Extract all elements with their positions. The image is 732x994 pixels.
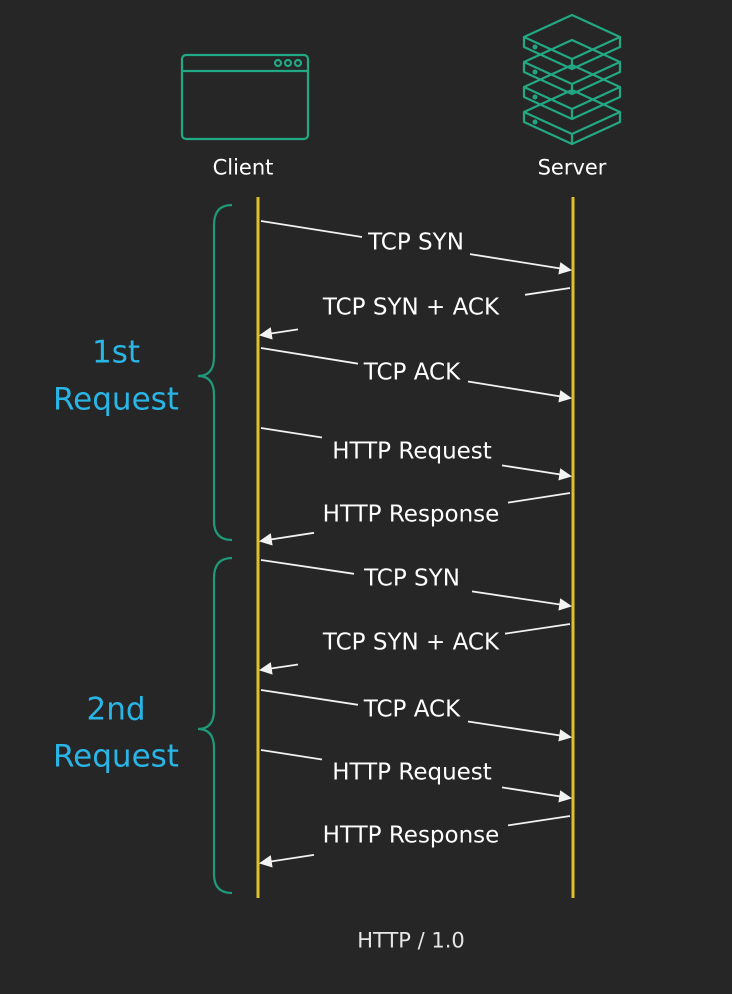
message-arrow	[260, 749, 573, 803]
arrowhead	[558, 790, 573, 803]
arrowhead	[258, 662, 273, 675]
message-label: HTTP Request	[332, 759, 492, 786]
group-label-2-line1: 2nd	[86, 691, 146, 728]
message-label: TCP SYN	[364, 565, 460, 592]
message-arrows	[258, 220, 573, 868]
arrowhead	[558, 598, 573, 611]
message-arrow	[260, 220, 573, 275]
message-arrow	[258, 287, 571, 340]
message-label: TCP SYN + ACK	[322, 294, 500, 321]
browser-window-icon	[180, 53, 310, 141]
message-label: TCP SYN	[368, 229, 464, 256]
message-arrow	[260, 559, 573, 611]
group-bracket-1	[197, 203, 233, 542]
group-bracket-2	[197, 556, 233, 895]
server-label: Server	[537, 155, 607, 180]
message-label: HTTP Request	[332, 438, 492, 465]
group-label-1-line1: 1st	[91, 334, 141, 371]
arrowhead	[258, 855, 273, 868]
message-label: TCP ACK	[363, 359, 461, 386]
group-label-2: 2nd Request	[53, 687, 179, 780]
group-label-1-line2: Request	[53, 381, 179, 417]
message-arrow	[258, 492, 571, 546]
client-label: Client	[212, 155, 274, 180]
message-arrow	[258, 815, 571, 868]
arrowhead	[558, 729, 573, 742]
protocol-version-label: HTTP / 1.0	[357, 928, 465, 953]
message-label: HTTP Response	[322, 501, 500, 528]
server-stack-icon	[522, 13, 622, 146]
arrowhead	[258, 533, 273, 546]
message-label: HTTP Response	[322, 822, 500, 849]
message-arrow	[260, 347, 573, 403]
arrowhead	[558, 390, 573, 403]
group-label-2-line2: Request	[53, 738, 179, 774]
arrowhead	[558, 262, 573, 275]
message-arrow	[260, 427, 573, 481]
message-label: TCP ACK	[363, 696, 461, 723]
message-arrow	[260, 689, 573, 742]
arrowhead	[558, 468, 573, 481]
group-label-1: 1st Request	[53, 330, 179, 423]
message-arrow	[258, 623, 571, 675]
message-label: TCP SYN + ACK	[322, 629, 500, 656]
arrowhead	[258, 327, 273, 340]
